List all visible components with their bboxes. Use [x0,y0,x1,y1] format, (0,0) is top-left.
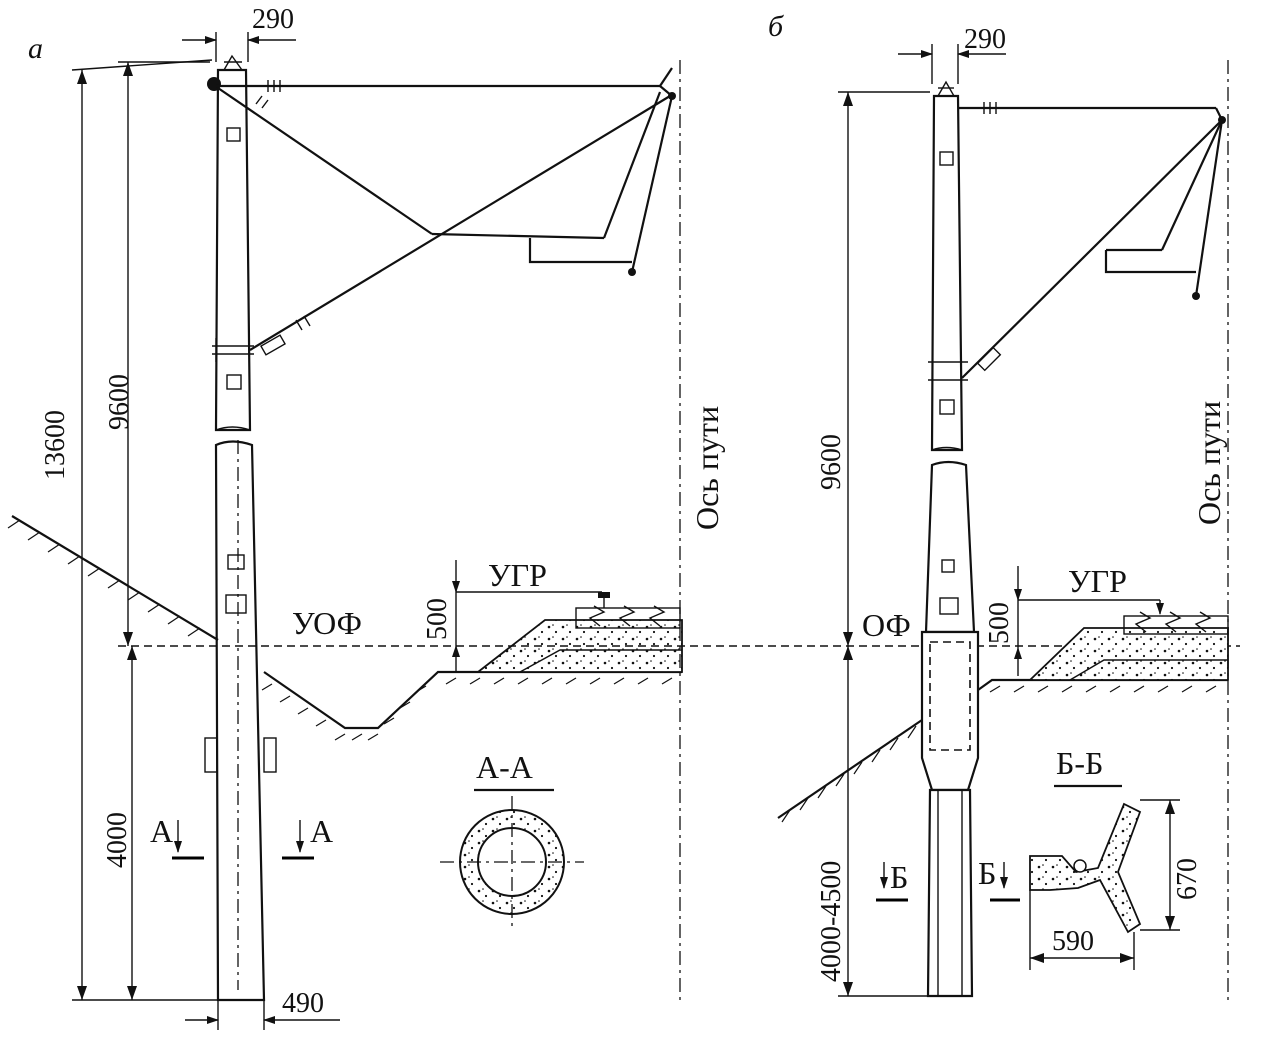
panel-a-ground [7,515,683,741]
panel-b: б 290 [768,10,1229,1000]
panel-b-rail-dim: УГР 500 [984,563,1164,676]
panel-a-dim-total-label: 13600 [40,410,71,480]
panel-b-letter: б [768,10,784,43]
panel-b-pole [920,80,980,998]
panel-b-dim-top-label: 290 [964,24,1006,55]
section-b-b-label: Б-Б [1056,745,1103,781]
panel-b-section-marks: Б Б [876,855,1020,902]
panel-a-dim-top-label: 290 [252,4,294,35]
panel-b-dim-top: 290 [898,24,1006,84]
panel-b-rail-height-label: 500 [984,602,1015,644]
panel-b-ground [777,611,1229,823]
section-b-b: Б-Б 670 590 [1029,745,1203,970]
panel-a-dim-above: 9600 [104,61,210,646]
panel-b-cantilever [958,102,1226,379]
section-b-b-dim-height-label: 670 [1172,858,1203,900]
panel-a-dim-bottom-label: 490 [282,988,324,1019]
panel-a-pole [204,54,277,1002]
panel-b-dim-below-label: 4000-4500 [816,861,847,982]
panel-a-section-marks: А А [150,813,333,860]
panel-b-track-axis-label: Ось пути [1191,401,1227,525]
panel-a-rail-dim: УГР 500 [422,557,602,672]
panel-a-track-axis-label: Ось пути [689,406,725,530]
panel-a-cantilever [216,67,676,356]
panel-a-dim-below: 4000 [102,646,137,1000]
panel-a-ground-level-label: УОФ [292,605,362,641]
panel-a-rail-height-label: 500 [422,598,453,640]
panel-b-section-mark-left: Б [890,859,908,895]
panel-a-section-mark-right: А [310,813,333,849]
panel-b-dim-above: 9600 [816,91,930,646]
panel-a: а 290 [7,4,1240,1030]
panel-a-rail-level-label: УГР [488,557,547,593]
panel-a-dim-top: 290 [182,4,296,62]
section-a-a: А-А [440,749,584,928]
panel-b-dim-below: 4000-4500 [816,646,928,997]
panel-b-dim-above-label: 9600 [816,434,847,490]
panel-a-dim-below-label: 4000 [102,812,133,868]
panel-b-rail-level-label: УГР [1068,563,1127,599]
panel-a-letter: а [28,32,43,65]
panel-a-section-mark-left: А [150,813,173,849]
panel-a-dim-bottom: 490 [185,988,340,1030]
panel-b-ground-level-label: ОФ [862,607,911,643]
panel-b-section-mark-right: Б [978,855,996,891]
section-a-a-label: А-А [476,749,533,785]
panel-a-dim-total: 13600 [40,59,218,1001]
panel-a-dim-above-label: 9600 [104,374,135,430]
section-b-b-dim-width-label: 590 [1052,926,1094,957]
